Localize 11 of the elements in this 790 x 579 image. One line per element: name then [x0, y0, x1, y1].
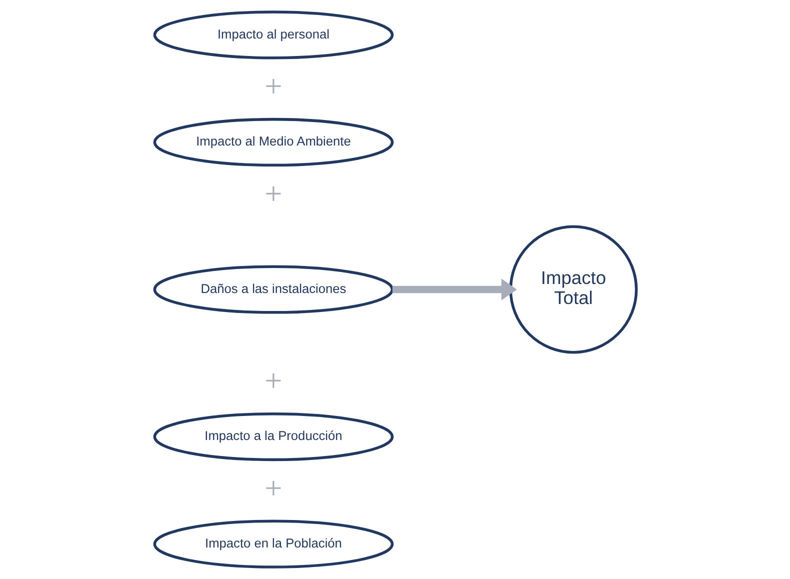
- label: +: [264, 176, 282, 211]
- label: +: [264, 470, 282, 506]
- node-ellipse: Impacto a la Producción: [152, 412, 394, 462]
- arrow: [392, 278, 516, 300]
- node-ellipse: Impacto en la Población: [152, 520, 394, 568]
- node-ellipse: Impacto al Medio Ambiente: [152, 118, 394, 167]
- node-circle: Impacto Total: [508, 225, 638, 354]
- node-ellipse: Daños a las instalaciones: [152, 265, 394, 314]
- label: +: [264, 363, 282, 398]
- node-ellipse: Impacto al personal: [152, 10, 394, 60]
- label: +: [264, 68, 282, 104]
